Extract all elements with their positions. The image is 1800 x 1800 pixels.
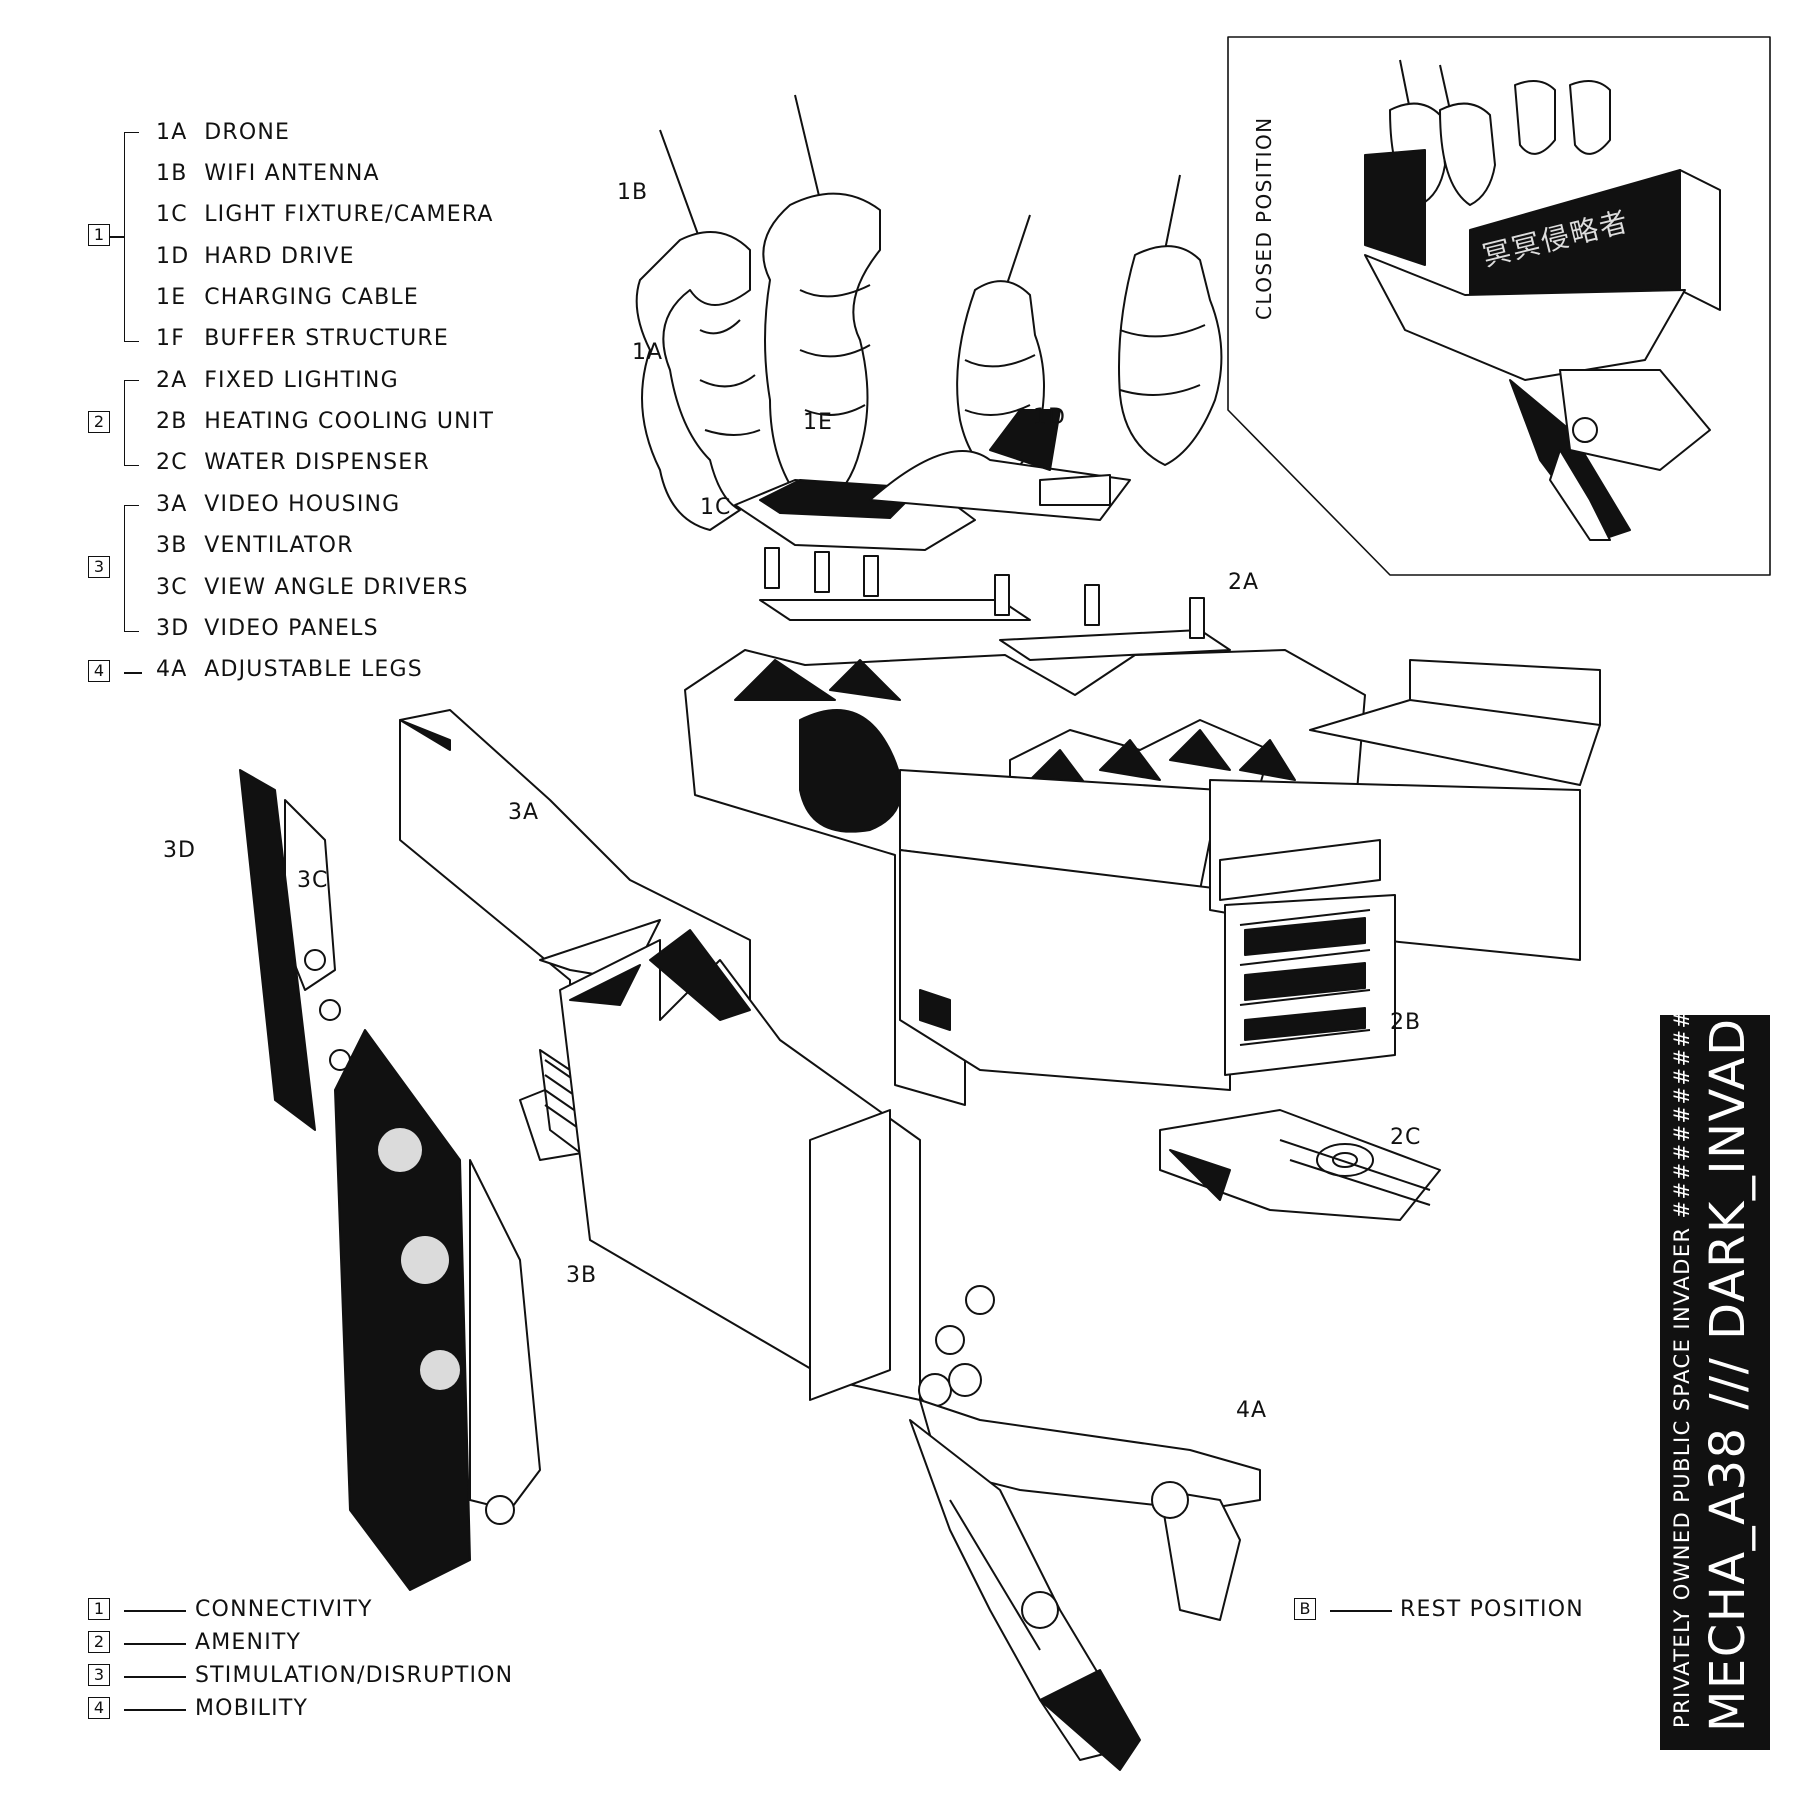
fixed-lighting-rig — [759, 547, 1231, 661]
callout-1e: 1E — [803, 410, 833, 435]
ventilator-panel — [559, 929, 921, 1401]
legend-item: 1A DRONE — [156, 120, 291, 145]
callout-2b: 2B — [1390, 1010, 1422, 1035]
key-box-1: 1 — [88, 1598, 110, 1620]
key-line — [124, 1676, 186, 1678]
key-box-3: 3 — [88, 1664, 110, 1686]
legend-item: 3A VIDEO HOUSING — [156, 492, 401, 517]
legend-tick-4 — [124, 672, 142, 674]
legend-bracket-2 — [124, 380, 139, 466]
callout-2a: 2A — [1228, 570, 1260, 595]
key-label-mobility: MOBILITY — [195, 1696, 309, 1721]
callout-2c: 2C — [1390, 1125, 1422, 1150]
callout-1d: 1D — [1033, 405, 1066, 430]
callout-3c: 3C — [297, 868, 329, 893]
legend-item: 1C LIGHT FIXTURE/CAMERA — [156, 202, 494, 227]
inset-closed-position-model — [1364, 59, 1721, 541]
legend-item: 1E CHARGING CABLE — [156, 285, 419, 310]
title-main: MECHA_A38 /// DARK_INVADER — [1700, 950, 1756, 1732]
rest-box: B — [1294, 1598, 1316, 1620]
legend-item: 2A FIXED LIGHTING — [156, 368, 399, 393]
title-subtitle: PRIVATELY OWNED PUBLIC SPACE INVADER ###… — [1670, 952, 1694, 1729]
video-panels — [239, 769, 541, 1591]
legend-item: 2B HEATING COOLING UNIT — [156, 409, 495, 434]
legend-item: 4A ADJUSTABLE LEGS — [156, 657, 423, 682]
legend-item: 1F BUFFER STRUCTURE — [156, 326, 449, 351]
legend-group-box-1: 1 — [88, 224, 110, 246]
key-label-stimulation: STIMULATION/DISRUPTION — [195, 1663, 514, 1688]
title-block: PRIVATELY OWNED PUBLIC SPACE INVADER ###… — [1660, 951, 1770, 1750]
legend-bracket-1 — [124, 132, 139, 342]
callout-3b: 3B — [566, 1263, 598, 1288]
key-label-connectivity: CONNECTIVITY — [195, 1597, 373, 1622]
legend-item: 1D HARD DRIVE — [156, 244, 355, 269]
key-line — [1330, 1610, 1392, 1612]
legend-group-box-4: 4 — [88, 660, 110, 682]
key-box-4: 4 — [88, 1697, 110, 1719]
callout-3a: 3A — [508, 800, 540, 825]
legend-item: 3D VIDEO PANELS — [156, 616, 379, 641]
adjustable-legs — [909, 1285, 1261, 1771]
callout-1a: 1A — [632, 340, 664, 365]
callout-1c: 1C — [700, 495, 732, 520]
callout-4a: 4A — [1236, 1398, 1268, 1423]
legend-item: 1B WIFI ANTENNA — [156, 161, 380, 186]
legend-item: 2C WATER DISPENSER — [156, 450, 430, 475]
legend-bracket-3 — [124, 505, 139, 632]
central-body — [684, 649, 1601, 1106]
legend-item: 3B VENTILATOR — [156, 533, 354, 558]
key-box-2: 2 — [88, 1631, 110, 1653]
inset-closed-position-label: CLOSED POSITION — [1252, 116, 1276, 320]
inset-frame — [1227, 36, 1771, 576]
legend-group-box-2: 2 — [88, 411, 110, 433]
rest-position-label: REST POSITION — [1400, 1597, 1584, 1622]
key-line — [124, 1709, 186, 1711]
drone-assembly — [635, 94, 1223, 551]
heating-cooling-unit — [1219, 839, 1396, 1076]
legend-tick-1 — [110, 236, 124, 238]
legend-group-box-3: 3 — [88, 556, 110, 578]
key-label-amenity: AMENITY — [195, 1630, 302, 1655]
callout-1b: 1B — [617, 180, 649, 205]
key-line — [124, 1610, 186, 1612]
key-line — [124, 1643, 186, 1645]
water-dispenser — [1159, 1109, 1441, 1221]
callout-3d: 3D — [163, 838, 196, 863]
legend-item: 3C VIEW ANGLE DRIVERS — [156, 575, 469, 600]
